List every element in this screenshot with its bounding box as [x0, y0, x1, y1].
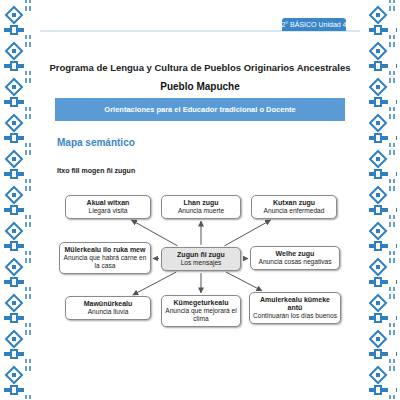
message-box: Mülerkealu ilo ruka mewAnuncia que habrá… — [59, 242, 151, 274]
mapudungun-term: Amulerkealu kümeke antü — [253, 296, 337, 313]
mapudungun-term: Mawünürkealu — [69, 300, 147, 308]
message-box: KümegeturkealuAnuncia que mejorará el cl… — [161, 295, 241, 327]
spanish-meaning: Anuncia cosas negativas — [254, 258, 336, 266]
message-arrow — [201, 221, 202, 245]
grade-label: 2° BÁSICO Unidad 4 — [281, 21, 346, 28]
spanish-meaning: Anuncia lluvia — [69, 308, 147, 316]
banner-text: Orientaciones para el Educador tradicion… — [104, 105, 295, 114]
message-box: Amulerkealu kümeke antüContinuarán los d… — [249, 292, 341, 325]
mapudungun-term: Lhan zugu — [165, 199, 237, 207]
message-box: Kutxan zuguAnuncia enfermedad — [251, 195, 337, 219]
mapudungun-term: Mülerkealu ilo ruka mew — [63, 246, 147, 254]
message-arrow — [224, 220, 270, 246]
section-heading: Mapa semántico — [57, 137, 135, 148]
spanish-meaning: Anuncia que mejorará el clima — [165, 307, 237, 323]
message-arrow — [153, 258, 159, 259]
message-box: Welhe zuguAnuncia cosas negativas — [250, 246, 340, 270]
mapudungun-term: Zugun ñi zugu — [165, 251, 237, 259]
spanish-meaning: Continuarán los días buenos — [253, 312, 337, 320]
message-box: Lhan zuguAnuncia muerte — [161, 195, 241, 219]
message-arrow — [243, 258, 248, 259]
spanish-meaning: Los mensajes — [165, 259, 237, 267]
mapudungun-term: Akual witxan — [69, 199, 147, 207]
message-arrow — [133, 272, 176, 295]
spanish-meaning: Llegará visita — [69, 207, 147, 215]
grade-tab: 2° BÁSICO Unidad 4 — [282, 18, 346, 31]
subtitle: Pueblo Mapuche — [0, 81, 400, 92]
central-concept-box: Zugun ñi zuguLos mensajes — [161, 247, 241, 271]
spanish-meaning: Anuncia que habrá carne en la casa — [63, 254, 147, 270]
spanish-meaning: Anuncia enfermedad — [255, 207, 333, 215]
mapudungun-term: Welhe zugu — [254, 250, 336, 258]
page-title: Programa de Lengua y Cultura de Pueblos … — [0, 62, 400, 73]
message-arrow — [226, 272, 262, 291]
message-box: MawünürkealuAnuncia lluvia — [65, 296, 151, 320]
mapudungun-term: Kümegeturkealu — [165, 299, 237, 307]
header-rule — [40, 31, 360, 32]
spanish-meaning: Anuncia muerte — [165, 207, 237, 215]
mapudungun-term: Kutxan zugu — [255, 199, 333, 207]
message-arrow — [201, 273, 202, 293]
map-caption: Itxo fill mogen ñi zugun — [57, 167, 135, 174]
border-pattern-right — [369, 0, 397, 400]
guidance-banner: Orientaciones para el Educador tradicion… — [55, 98, 345, 121]
border-pattern-left — [3, 0, 31, 400]
message-box: Akual witxanLlegará visita — [65, 195, 151, 219]
